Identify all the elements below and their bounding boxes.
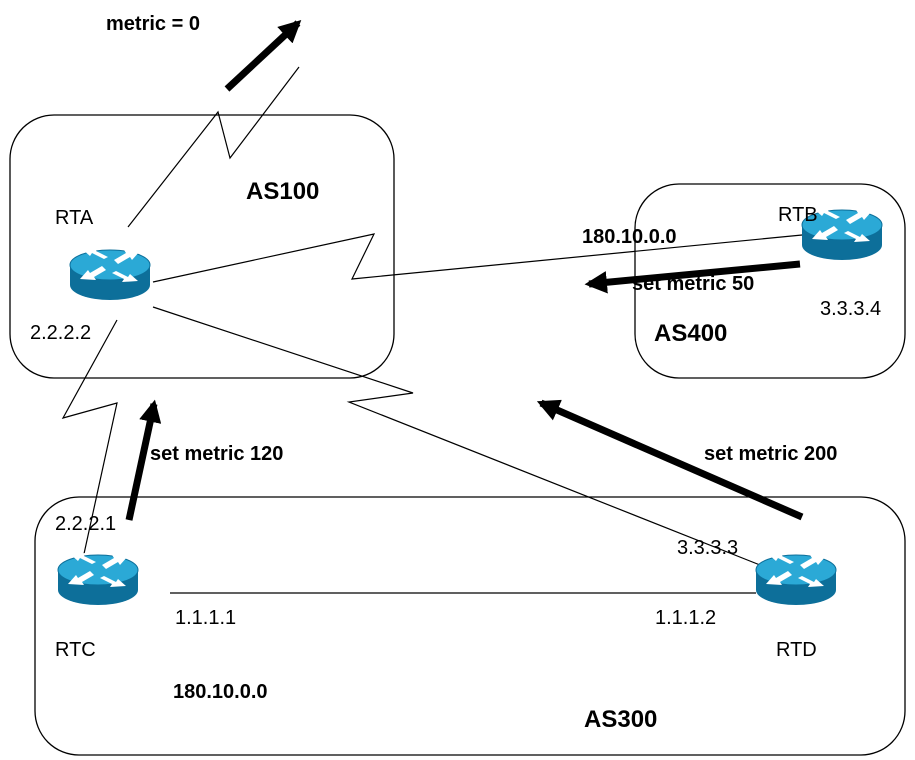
rtb-name: RTB [778,204,818,226]
as400-label: AS400 [654,320,727,347]
rta-name: RTA [55,207,94,229]
router-rta-icon [69,247,151,301]
rtb-network: 180.10.0.0 [582,226,677,248]
rtd-name: RTD [776,639,817,661]
router-rtc-icon [57,552,139,606]
arrow-icon-metric-200 [536,399,804,521]
rtc-ip-upper: 2.2.2.1 [55,513,116,535]
as300-label: AS300 [584,706,657,733]
as100-label: AS100 [246,178,319,205]
outbound-policy: metric = 0 [106,13,200,35]
link-rta-rtc [61,319,118,564]
rtd-ip-upper: 3.3.3.3 [677,537,738,559]
arrow-icon-metric-120 [125,399,162,521]
rtb-ip: 3.3.3.4 [820,298,881,320]
link-rta-external [127,66,300,228]
rtc-name: RTC [55,639,96,661]
rtb-policy: set metric 50 [632,273,754,295]
rta-ip: 2.2.2.2 [30,322,91,344]
arrow-icon-metric-0 [224,19,302,92]
arrow-icon-metric-50 [584,260,801,294]
rtc-network: 180.10.0.0 [173,681,268,703]
router-rtd-icon [755,552,837,606]
as300-boundary [34,496,906,756]
as100-boundary [9,114,395,379]
link-rta-rtd [152,306,761,566]
link-rta-rtb [152,233,803,283]
rtd-policy: set metric 200 [704,443,837,465]
rtc-ip-lan: 1.1.1.1 [175,607,236,629]
rtd-ip-lan: 1.1.1.2 [655,607,716,629]
rtc-policy: set metric 120 [150,443,283,465]
